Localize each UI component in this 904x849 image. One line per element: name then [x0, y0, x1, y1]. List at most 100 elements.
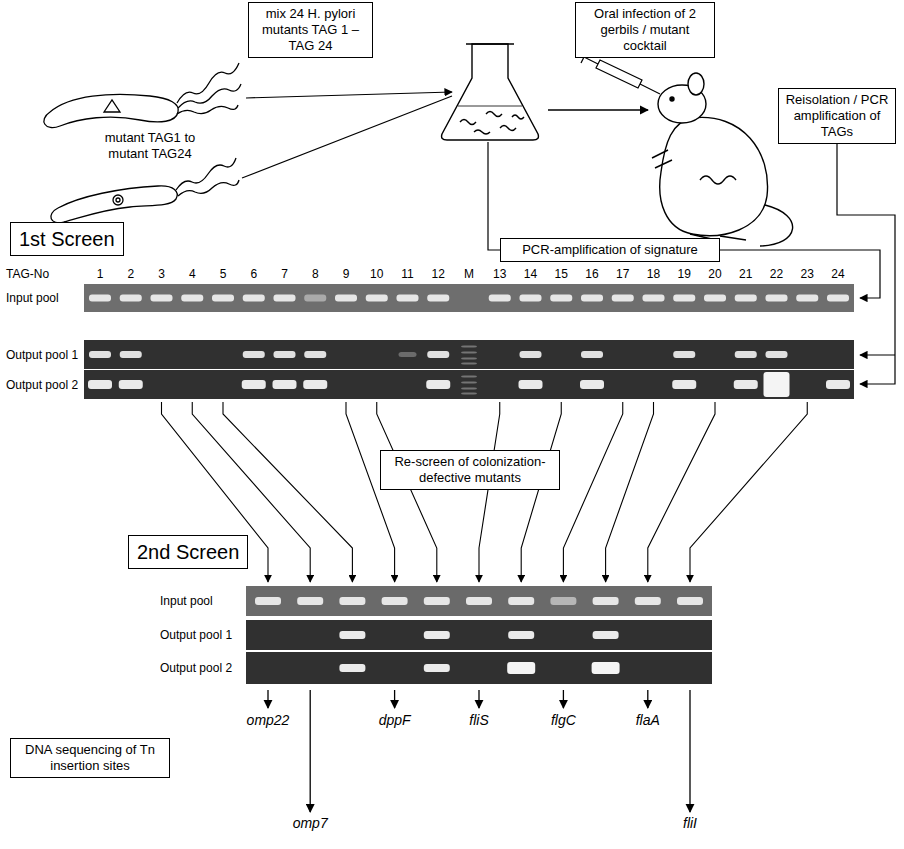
transposon-mark [113, 195, 123, 205]
dna-band [677, 597, 703, 605]
lane-number: 10 [370, 267, 383, 282]
step-box: mix 24 H. pylori mutants TAG 1 – TAG 24 [248, 2, 373, 58]
rescreen-arrow [377, 402, 437, 582]
pooling-line [242, 96, 452, 178]
dna-band [212, 295, 234, 302]
bacterium-in-flask [486, 112, 502, 117]
lane-number: 22 [770, 267, 783, 282]
dna-band [119, 380, 143, 389]
section-heading: 2nd Screen [128, 535, 248, 569]
row-label: Input pool [6, 291, 59, 306]
axis-title: TAG-No [6, 267, 49, 282]
box-text: Reisolation / PCR amplification of TAGs [785, 92, 889, 140]
dna-band [508, 597, 534, 605]
row-label: Output pool 2 [160, 661, 232, 676]
sequencing-arrow [310, 690, 311, 812]
dna-band [243, 295, 265, 302]
dna-band [274, 351, 296, 358]
dna-band [461, 346, 477, 348]
row-label: Output pool 1 [6, 348, 78, 363]
box-text: Oral infection of 2 gerbils / mutant coc… [582, 6, 708, 54]
dna-band [519, 380, 543, 389]
box-text: 2nd Screen [137, 540, 239, 564]
dna-band [120, 351, 142, 358]
gene-name: fliS [469, 712, 488, 729]
dna-band [273, 380, 297, 389]
lane-number: 12 [432, 267, 445, 282]
lane-number: 11 [401, 267, 413, 282]
sequencing-arrow [478, 690, 479, 708]
bacterium-in-flask [512, 115, 524, 119]
rescreen-arrow [648, 402, 715, 582]
dna-band [242, 380, 266, 389]
dna-band [612, 295, 634, 302]
lane-number: 14 [524, 267, 537, 282]
step-box: DNA sequencing of Tn insertion sites [10, 738, 170, 778]
lane-number: 4 [189, 267, 196, 282]
dna-band [151, 295, 173, 302]
dna-band [424, 664, 450, 672]
gel-image [84, 284, 854, 399]
row-label: Output pool 2 [6, 378, 78, 393]
dna-band [243, 351, 265, 358]
bacteria-in-stomach [700, 176, 736, 184]
dna-band [181, 295, 203, 302]
dna-band [297, 597, 323, 605]
dna-band [426, 380, 450, 389]
lane-number: 5 [220, 267, 227, 282]
dna-band [593, 631, 619, 639]
lane-number: 18 [647, 267, 660, 282]
pooling-arrow [246, 92, 452, 98]
gel-strip [84, 370, 854, 399]
dna-band [339, 597, 365, 605]
sequencing-arrow [394, 690, 395, 708]
dna-band [427, 351, 449, 358]
box-text: Re-screen of colonization-defective muta… [387, 454, 553, 486]
dna-band [89, 295, 111, 302]
rescreen-lines [162, 402, 808, 582]
dna-band [592, 662, 620, 674]
gerbil-drawing [652, 73, 793, 246]
gerbil-eye [670, 97, 674, 101]
flask-outline [442, 44, 539, 140]
dna-band [274, 295, 296, 302]
bacterium-in-flask [474, 130, 490, 134]
bacterium-in-flask [500, 126, 516, 131]
dna-band [643, 295, 665, 302]
gel-strip [84, 340, 854, 369]
gene-name: omp7 [293, 815, 328, 832]
gel-strip [246, 586, 712, 616]
bacterium-body [51, 186, 177, 223]
step-box: Oral infection of 2 gerbils / mutant coc… [575, 2, 715, 58]
rescreen-arrow [521, 402, 561, 582]
flagellum [177, 105, 238, 114]
flagellum [177, 63, 239, 103]
dna-band [397, 295, 419, 302]
dna-band [827, 295, 849, 302]
sequencing-arrow [267, 690, 268, 708]
row-label: Input pool [160, 594, 213, 609]
transposon-mark [116, 198, 120, 202]
dna-band [120, 295, 142, 302]
dna-band [507, 662, 535, 674]
step-box: PCR-amplification of signature [500, 238, 720, 262]
dna-band [303, 380, 327, 389]
gel-image [246, 586, 712, 684]
lane-number: 19 [678, 267, 691, 282]
lane-number: 15 [555, 267, 568, 282]
gerbil-body [660, 117, 768, 235]
liquid-level [458, 106, 522, 107]
box-text: 1st Screen [19, 227, 115, 251]
gene-name: flaA [636, 712, 660, 729]
dna-band [335, 295, 357, 302]
section-heading: 1st Screen [10, 222, 124, 256]
dna-band [461, 376, 477, 378]
lane-number: 17 [616, 267, 629, 282]
dna-band [580, 380, 604, 389]
gene-name: flgC [551, 712, 576, 729]
gene-name: dppF [379, 712, 411, 729]
lane-number: 13 [493, 267, 506, 282]
dna-band [735, 295, 757, 302]
